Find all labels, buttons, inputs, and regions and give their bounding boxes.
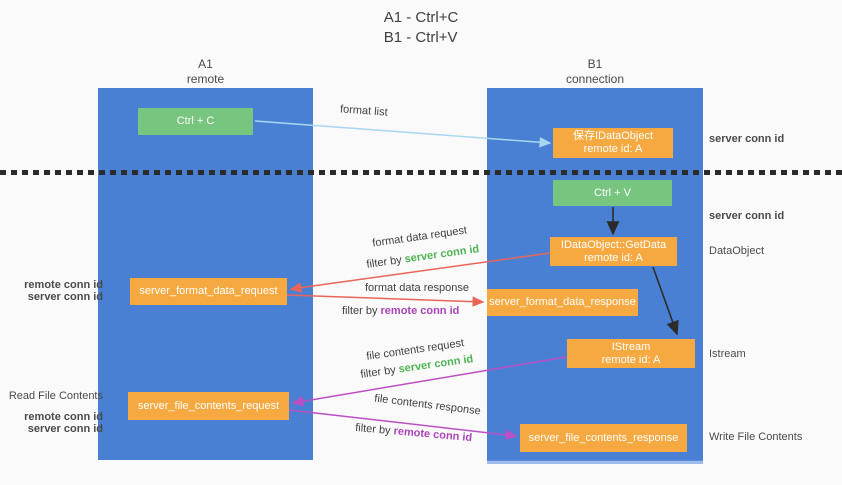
ctrl-c-node: Ctrl + C bbox=[138, 108, 253, 135]
server-conn-id-label-mid-right: server conn id bbox=[709, 210, 785, 222]
format-data-response-filter-label: filter by remote conn id bbox=[342, 305, 459, 317]
format-data-response-arrow bbox=[286, 294, 485, 307]
server-file-contents-request-node: server_file_contents_request bbox=[128, 392, 289, 420]
clipboard-boundary-dotted-line bbox=[0, 170, 842, 175]
istream-node: IStream remote id: A bbox=[567, 339, 695, 368]
server-conn-id-label-top-right: server conn id bbox=[709, 133, 785, 145]
remote-conn-id-label-bottom-left: remote conn id bbox=[24, 411, 103, 423]
ctrl-v-label: Ctrl + V bbox=[594, 186, 631, 199]
save-idataobject-line2: remote id: A bbox=[583, 143, 643, 155]
idataobject-getdata-node: IDataObject::GetData remote id: A bbox=[550, 237, 677, 266]
server-format-data-response-node: server_format_data_response bbox=[487, 289, 638, 316]
lane-b1-name: B1 bbox=[587, 57, 603, 71]
filter-by-prefix: filter by bbox=[342, 305, 381, 317]
ctrl-v-node: Ctrl + V bbox=[553, 180, 672, 206]
format-data-request-arrow bbox=[289, 252, 551, 293]
istream-line1: IStream bbox=[611, 340, 651, 353]
server-format-data-request-node: server_format_data_request bbox=[130, 278, 287, 305]
istream-side-label: Istream bbox=[709, 348, 746, 360]
remote-conn-id-label-top-left: remote conn id bbox=[24, 279, 103, 291]
getdata-to-istream-arrow bbox=[652, 266, 679, 336]
format-request-label: server_format_data_request bbox=[139, 285, 278, 297]
file-response-label: server_file_contents_response bbox=[528, 431, 679, 444]
lane-header-a1: A1 remote bbox=[98, 57, 313, 87]
lane-header-b1: B1 connection bbox=[487, 57, 703, 87]
file-contents-request-arrow bbox=[291, 356, 567, 407]
format-data-response-arrow-label: format data response bbox=[365, 282, 469, 294]
read-file-contents-label: Read File Contents bbox=[8, 390, 103, 402]
title-line-1: A1 - Ctrl+C bbox=[383, 9, 459, 26]
diagram-title: A1 - Ctrl+C B1 - Ctrl+V bbox=[0, 8, 842, 48]
save-idataobject-node: 保存IDataObject remote id: A bbox=[553, 128, 673, 158]
format-list-arrow bbox=[254, 120, 552, 148]
server-file-contents-response-node: server_file_contents_response bbox=[520, 424, 687, 452]
ctrl-c-label: Ctrl + C bbox=[176, 115, 215, 127]
file-contents-response-arrow bbox=[288, 409, 518, 441]
server-conn-id-label-top-left: server conn id bbox=[27, 291, 103, 303]
remote-conn-id-key: remote conn id bbox=[380, 305, 460, 317]
lane-a1-name: A1 bbox=[198, 57, 213, 71]
lane-a1-role: remote bbox=[186, 72, 225, 86]
lane-b1-bottom-edge bbox=[487, 460, 703, 464]
dataobject-label: DataObject bbox=[709, 245, 765, 257]
istream-line2: remote id: A bbox=[601, 353, 661, 366]
lane-b1-role: connection bbox=[565, 72, 625, 86]
save-idataobject-line1: 保存IDataObject bbox=[572, 130, 654, 142]
server-conn-id-label-bottom-left: server conn id bbox=[27, 423, 103, 435]
format-response-label: server_format_data_response bbox=[489, 296, 636, 308]
getdata-line1: IDataObject::GetData bbox=[560, 238, 667, 251]
getdata-line2: remote id: A bbox=[584, 251, 643, 264]
title-line-2: B1 - Ctrl+V bbox=[383, 29, 458, 46]
write-file-contents-label: Write File Contents bbox=[709, 431, 803, 443]
file-request-label: server_file_contents_request bbox=[137, 399, 280, 412]
